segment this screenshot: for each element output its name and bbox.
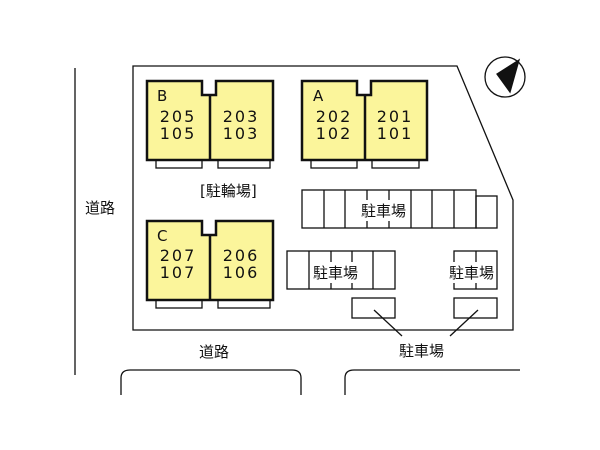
building-b-label: B xyxy=(157,87,168,105)
parking-bottom xyxy=(351,297,498,337)
building-c-label: C xyxy=(157,227,168,245)
parking-right-label: 駐車場 xyxy=(449,262,495,283)
north-arrow-icon xyxy=(484,56,526,98)
parking-top-label: 駐車場 xyxy=(361,200,407,221)
building-a-label: A xyxy=(313,87,324,105)
parking-bottom-label: 駐車場 xyxy=(399,342,445,360)
unit-upper: 206 xyxy=(222,246,260,265)
unit-lower: 102 xyxy=(315,124,353,143)
parking-middle-label: 駐車場 xyxy=(313,262,359,283)
unit-lower: 105 xyxy=(159,124,197,143)
unit-lower: 106 xyxy=(222,263,260,282)
road-left-label: 道路 xyxy=(85,199,116,217)
parking-top xyxy=(301,189,498,229)
bicycle-parking-label: [駐輪場] xyxy=(200,182,257,200)
balconies xyxy=(155,159,420,309)
site-boundary xyxy=(132,65,514,331)
unit-lower: 107 xyxy=(159,263,197,282)
roads-bottom xyxy=(120,369,520,395)
unit-upper: 205 xyxy=(159,107,197,126)
road-bottom-label: 道路 xyxy=(199,343,230,361)
unit-upper: 203 xyxy=(222,107,260,126)
unit-lower: 101 xyxy=(376,124,414,143)
unit-lower: 103 xyxy=(222,124,260,143)
unit-upper: 207 xyxy=(159,246,197,265)
unit-upper: 202 xyxy=(315,107,353,126)
unit-upper: 201 xyxy=(376,107,414,126)
